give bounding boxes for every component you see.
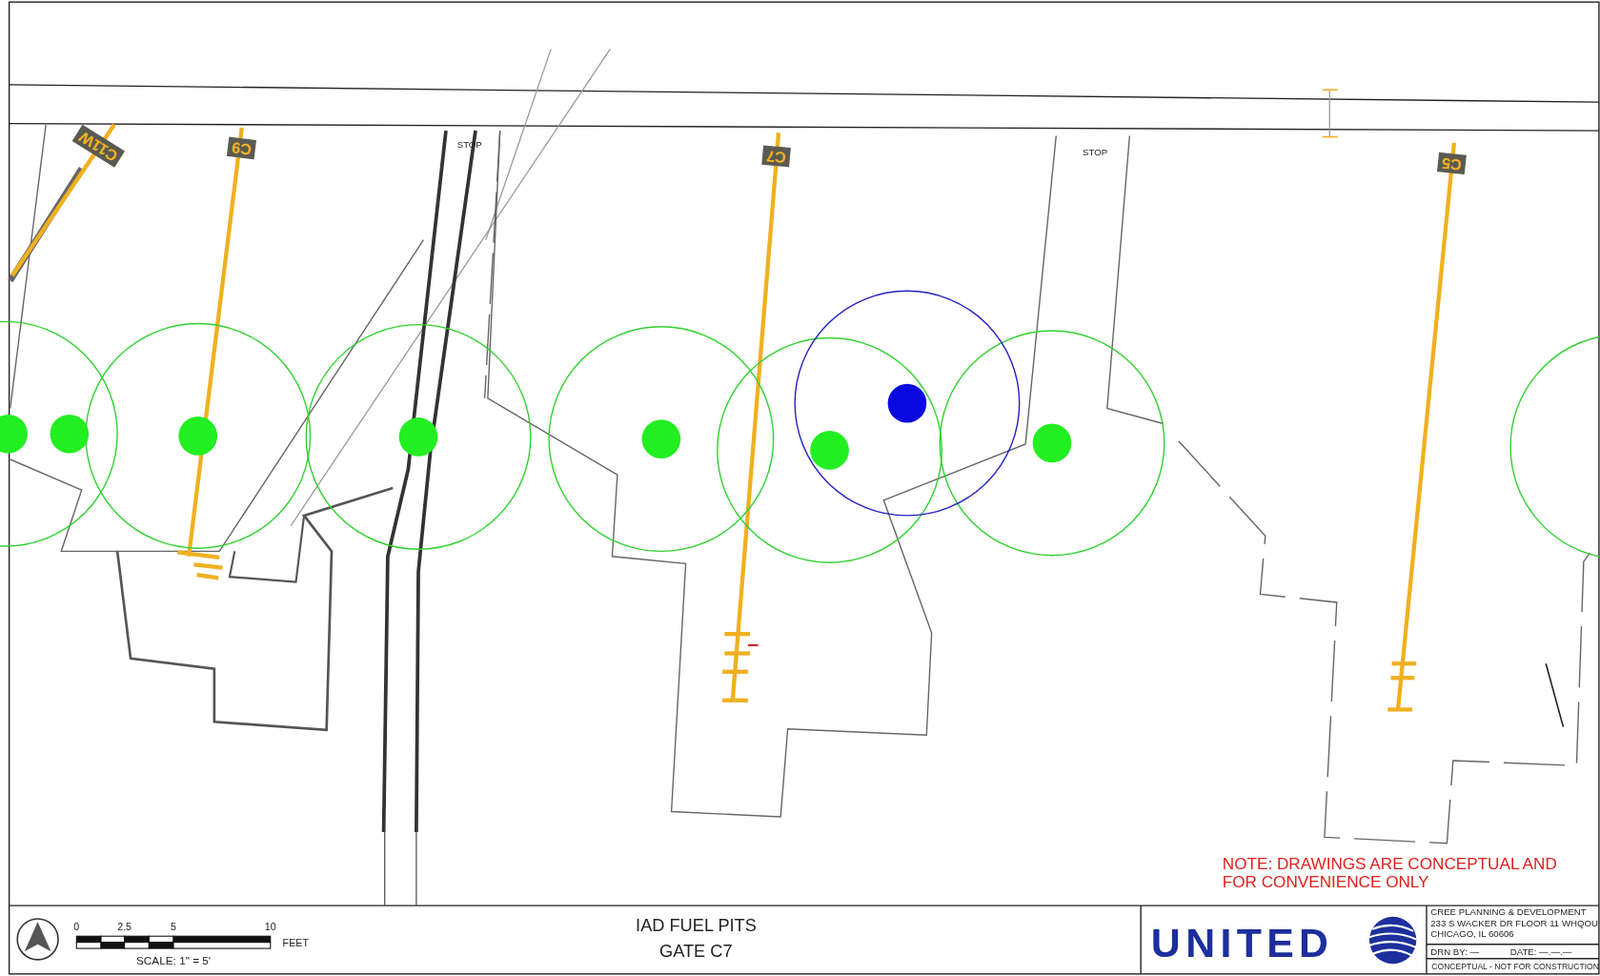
- stand-outline: [10, 240, 425, 552]
- dimension-line: [1329, 89, 1331, 138]
- company-name: CREE PLANNING & DEVELOPMENT: [1430, 906, 1586, 917]
- north-arrow: [17, 918, 59, 960]
- service-road-edge: [384, 831, 385, 906]
- stop-bar: [724, 631, 750, 636]
- gate-sign: C11W: [71, 124, 124, 168]
- stand-outline: [1545, 663, 1563, 727]
- gate-number: C7: [765, 146, 787, 165]
- stand-outline: [229, 515, 304, 583]
- stand-outline: [10, 124, 46, 409]
- fuel-pit: [1032, 424, 1073, 464]
- guide-line: [290, 48, 610, 526]
- gate-number: C11W: [75, 127, 120, 164]
- fuel-pit-radius: [85, 324, 311, 549]
- fuel-pit-radius: [0, 321, 118, 547]
- new-pit-radius: [794, 290, 1020, 516]
- stop-bar: [722, 698, 749, 703]
- title-block-line: [1139, 905, 1141, 974]
- stop-bar: [724, 650, 750, 655]
- stop-bar: [722, 669, 749, 674]
- drawn-by: DRN BY: —: [1430, 946, 1479, 957]
- stop-marking: STOP: [1082, 146, 1108, 158]
- airline-logo: UNITED: [1151, 918, 1335, 966]
- fuel-pit: [0, 414, 28, 454]
- stop-bar: [1390, 675, 1415, 680]
- title-block-line: [9, 904, 1600, 906]
- gate-sign: C7: [761, 144, 791, 166]
- lead-in-line: [1397, 142, 1455, 709]
- title-block-line: [1426, 957, 1600, 959]
- new-fuel-pit: [888, 384, 928, 424]
- drawing-date: DATE: —.—.—: [1510, 946, 1573, 957]
- scale-unit: FEET: [283, 936, 309, 949]
- gate-number: C9: [230, 138, 253, 158]
- fuel-pit: [49, 414, 89, 454]
- drawing-note: NOTE: DRAWINGS ARE CONCEPTUAL AND FOR CO…: [1222, 854, 1575, 892]
- fuel-pit: [642, 419, 682, 459]
- globe-logo: [1369, 916, 1417, 964]
- scale-number: 2.5: [117, 920, 132, 932]
- gate-label: GATE C7: [659, 941, 733, 962]
- service-road-edge: [416, 130, 476, 832]
- taxilane-edge: [9, 84, 1600, 102]
- fuel-pit: [178, 416, 218, 456]
- scale-number: 10: [264, 920, 277, 932]
- stand-outline: [487, 130, 1056, 817]
- drawing-title: IAD FUEL PITS: [635, 915, 757, 936]
- stand-outline: [1178, 441, 1600, 844]
- fuel-pit-radius: [939, 330, 1165, 556]
- fuel-pit-radius: [305, 324, 531, 550]
- drawing-status: CONCEPTUAL - NOT FOR CONSTRUCTION: [1431, 961, 1600, 972]
- lead-in-line: [188, 127, 243, 557]
- service-road-edge: [384, 130, 446, 832]
- fuel-pit-radius: [717, 338, 943, 564]
- title-block-line: [1426, 943, 1600, 945]
- gate-sign: C5: [1436, 152, 1466, 175]
- gate-number: C5: [1440, 153, 1462, 173]
- company-address: 233 S WACKER DR FLOOR 11 WHQOU: [1430, 917, 1599, 929]
- stop-marking: STOP: [457, 140, 483, 151]
- scale-number: 5: [170, 920, 177, 932]
- stop-bar: [177, 551, 220, 557]
- service-road-edge: [415, 831, 417, 906]
- taxilane-edge: [9, 123, 1600, 131]
- stop-bar: [193, 564, 223, 568]
- fuel-pit: [810, 430, 850, 470]
- scale-number: 0: [73, 920, 80, 932]
- stop-bar: [197, 574, 219, 578]
- fuel-pit: [399, 417, 439, 457]
- stop-bar: [1392, 661, 1418, 666]
- scale-bar: [76, 935, 270, 949]
- sheet-border: [9, 1, 1600, 974]
- title-block-line: [1425, 905, 1427, 974]
- stand-outline: [1107, 135, 1164, 424]
- dimension-tick: [1322, 88, 1338, 91]
- stop-bar: [1387, 707, 1413, 711]
- dimension-tick: [1322, 136, 1338, 139]
- stand-outline: [117, 487, 393, 730]
- fuel-pit-radius: [1510, 336, 1600, 556]
- company-city: CHICAGO, IL 60606: [1430, 929, 1514, 940]
- scale-note: SCALE: 1" = 5': [136, 954, 211, 969]
- stop-mark: [748, 644, 759, 647]
- gate-sign: C9: [225, 136, 256, 159]
